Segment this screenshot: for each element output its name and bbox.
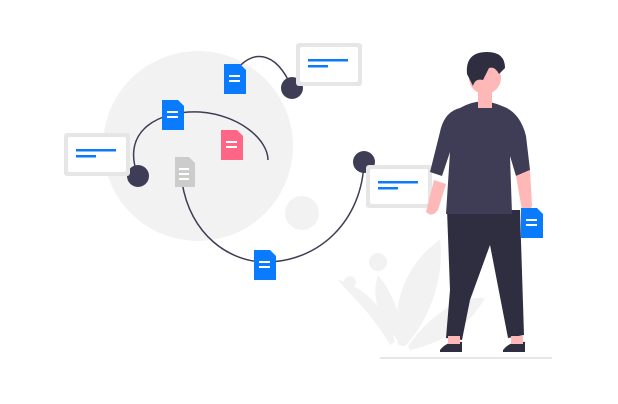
- document-icon: [254, 250, 276, 280]
- document-icon: [221, 130, 243, 160]
- message-card-icon: [64, 133, 130, 176]
- message-card-icon: [296, 43, 362, 86]
- document-icon: [224, 64, 246, 94]
- document-icon: [162, 100, 184, 130]
- person-figure: [426, 52, 543, 352]
- document-icon: [521, 208, 543, 238]
- message-card-icon: [366, 165, 432, 208]
- network-node-icon: [127, 165, 149, 187]
- document-icon: [175, 157, 195, 187]
- background-blob: [103, 51, 293, 241]
- background-blob-small: [285, 196, 319, 230]
- ground-line: [380, 357, 552, 359]
